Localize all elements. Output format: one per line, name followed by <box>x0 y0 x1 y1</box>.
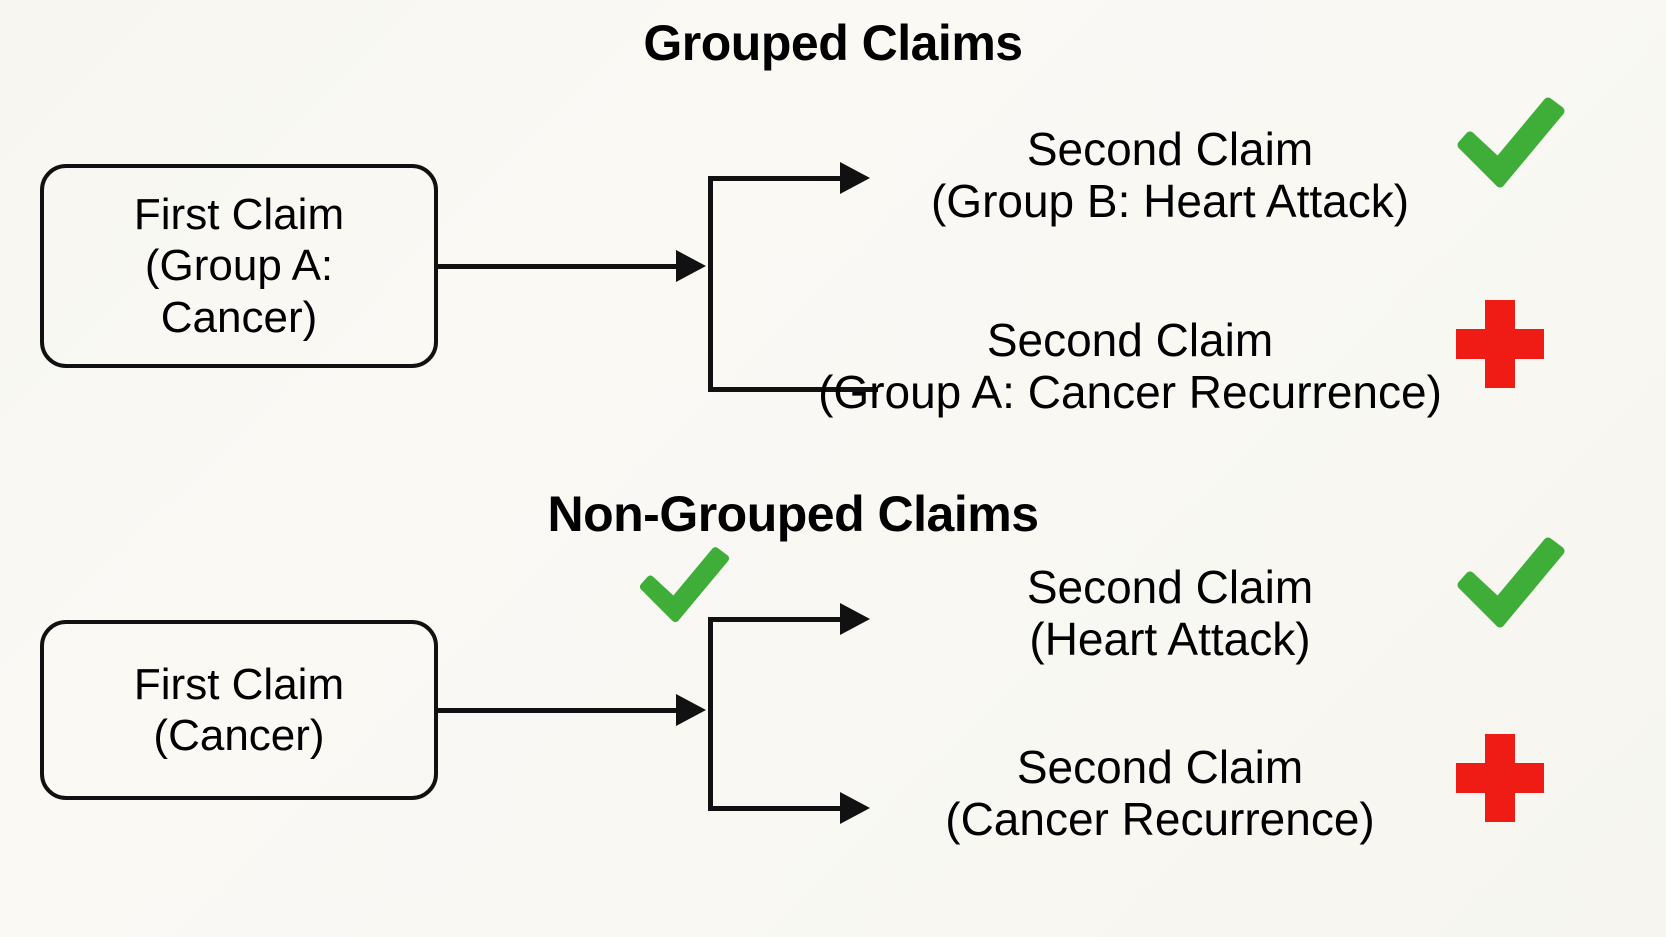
second-claim-cancer-recurrence-text: Second Claim (Cancer Recurrence) <box>890 741 1430 845</box>
green-check-icon-junction <box>639 547 730 623</box>
connector-line-source-grouped <box>438 264 678 269</box>
first-claim-line-2: (Group A: <box>144 241 334 291</box>
red-cross-icon-cancer-recurrence <box>1456 734 1544 822</box>
arrowhead-source-grouped <box>676 250 706 282</box>
second-claim-group-a-text: Second Claim (Group A: Cancer Recurrence… <box>800 314 1460 418</box>
second-claim-heart-attack-text: Second Claim (Heart Attack) <box>900 561 1440 665</box>
branch-line-top-grouped <box>708 176 842 181</box>
arrowhead-source-non-grouped <box>676 694 706 726</box>
branch-line-bottom-grouped <box>708 387 878 392</box>
second-claim-group-b-text: Second Claim (Group B: Heart Attack) <box>880 123 1460 227</box>
first-claim-line-1: First Claim <box>133 190 345 240</box>
second-claim-group-a-line-2: (Group A: Cancer Recurrence) <box>818 365 1442 418</box>
arrowhead-branch-bottom-non-grouped <box>840 792 870 824</box>
branch-line-bottom-non-grouped <box>708 806 842 811</box>
second-claim-heart-attack-line-1: Second Claim <box>1026 561 1314 613</box>
red-cross-icon <box>1456 300 1544 388</box>
second-claim-cancer-recurrence-line-2: (Cancer Recurrence) <box>945 792 1375 845</box>
first-claim-ng-line-1: First Claim <box>133 659 345 709</box>
arrowhead-branch-top-grouped <box>840 162 870 194</box>
green-check-icon-heart-attack <box>1457 537 1565 628</box>
second-claim-group-b-line-1: Second Claim <box>1026 123 1314 175</box>
section-title-non-grouped: Non-Grouped Claims <box>547 486 1039 542</box>
bracket-vertical-grouped <box>708 176 713 392</box>
green-check-icon <box>1457 97 1565 188</box>
second-claim-cancer-recurrence-line-1: Second Claim <box>1016 741 1304 793</box>
branch-line-top-non-grouped <box>708 617 842 622</box>
first-claim-box-non-grouped: First Claim (Cancer) <box>40 620 438 800</box>
first-claim-ng-line-2: (Cancer) <box>153 711 325 760</box>
first-claim-line-3: Cancer) <box>160 292 318 342</box>
second-claim-group-b-line-2: (Group B: Heart Attack) <box>930 174 1410 227</box>
second-claim-group-a-line-1: Second Claim <box>986 314 1274 366</box>
arrowhead-branch-top-non-grouped <box>840 603 870 635</box>
connector-line-source-non-grouped <box>438 708 678 713</box>
first-claim-box-grouped: First Claim (Group A: Cancer) <box>40 164 438 368</box>
section-title-grouped: Grouped Claims <box>643 15 1023 71</box>
bracket-vertical-non-grouped <box>708 617 713 811</box>
second-claim-heart-attack-line-2: (Heart Attack) <box>1029 612 1311 665</box>
